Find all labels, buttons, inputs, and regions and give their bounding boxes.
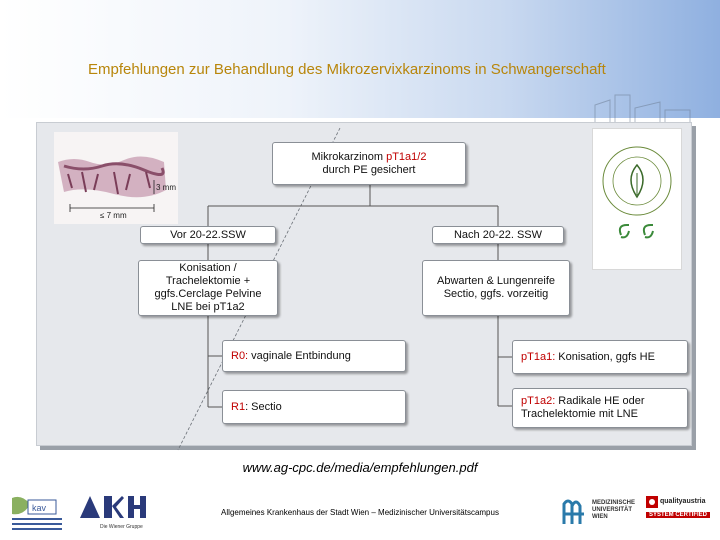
left-action-text: Konisation / Trachelektomie + ggfs.Cercl… — [154, 262, 262, 313]
r1-highlight: R1 — [231, 400, 246, 413]
pt1a2-text: Radikale HE oder Trachelektomie mit LNE — [521, 395, 645, 420]
akh-logo — [80, 496, 146, 518]
right-action-text: Abwarten & Lungenreife Sectio, ggfs. vor… — [436, 275, 556, 300]
svg-text:kav: kav — [32, 503, 47, 513]
right-branch-label: Nach 20-22. SSW — [453, 228, 543, 241]
quality-austria-name: qualityaustria — [660, 498, 706, 505]
histology-3mm-label: 3 mm — [156, 183, 176, 192]
histology-image: 3 mm ≤ 7 mm — [54, 132, 178, 224]
meduni-name: MEDIZINISCHE UNIVERSITÄT WIEN — [592, 500, 636, 520]
footer-text: Allgemeines Krankenhaus der Stadt Wien –… — [221, 508, 499, 517]
akh-tagline: Die Wiener Gruppe — [100, 524, 143, 530]
slide-title: Empfehlungen zur Behandlung des Mikrozer… — [88, 61, 606, 78]
building-sketch-decoration — [594, 94, 691, 125]
pt1a1-box: pT1a1: Konisation, ggfs HE — [512, 340, 688, 374]
left-branch-box: Vor 20-22.SSW — [140, 226, 276, 244]
meduni-logo — [562, 499, 584, 524]
r0-box: R0: vaginale Entbindung — [222, 340, 406, 372]
root-line2: durch PE gesichert — [322, 163, 416, 176]
root-line1: Mikrokarzinom — [311, 150, 387, 163]
ag-cpc-seal-logo — [592, 128, 682, 270]
right-action-box: Abwarten & Lungenreife Sectio, ggfs. vor… — [422, 260, 570, 316]
left-action-box: Konisation / Trachelektomie + ggfs.Cercl… — [138, 260, 278, 316]
r1-text: : Sectio — [245, 400, 282, 413]
left-branch-label: Vor 20-22.SSW — [170, 228, 246, 241]
kav-logo: kav — [12, 496, 62, 530]
quality-austria-icon — [646, 496, 658, 508]
pt1a2-box: pT1a2: Radikale HE oder Trachelektomie m… — [512, 388, 688, 428]
header-band — [0, 0, 720, 118]
root-box: Mikrokarzinom pT1a1/2 durch PE gesichert — [272, 142, 466, 185]
pt1a2-highlight: pT1a2: — [521, 395, 556, 407]
right-branch-box: Nach 20-22. SSW — [432, 226, 564, 244]
r0-highlight: R0: — [231, 349, 249, 362]
quality-austria-sub: SYSTEM CERTIFIED — [646, 512, 711, 518]
pt1a1-highlight: pT1a1: — [521, 350, 556, 363]
r0-text: vaginale Entbindung — [248, 349, 351, 362]
reference-url[interactable]: www.ag-cpc.de/media/empfehlungen.pdf — [242, 460, 478, 475]
pt1a1-text: Konisation, ggfs HE — [555, 350, 655, 363]
histology-7mm-label: ≤ 7 mm — [100, 211, 127, 220]
root-highlight: pT1a1/2 — [386, 150, 427, 163]
r1-box: R1: Sectio — [222, 390, 406, 424]
